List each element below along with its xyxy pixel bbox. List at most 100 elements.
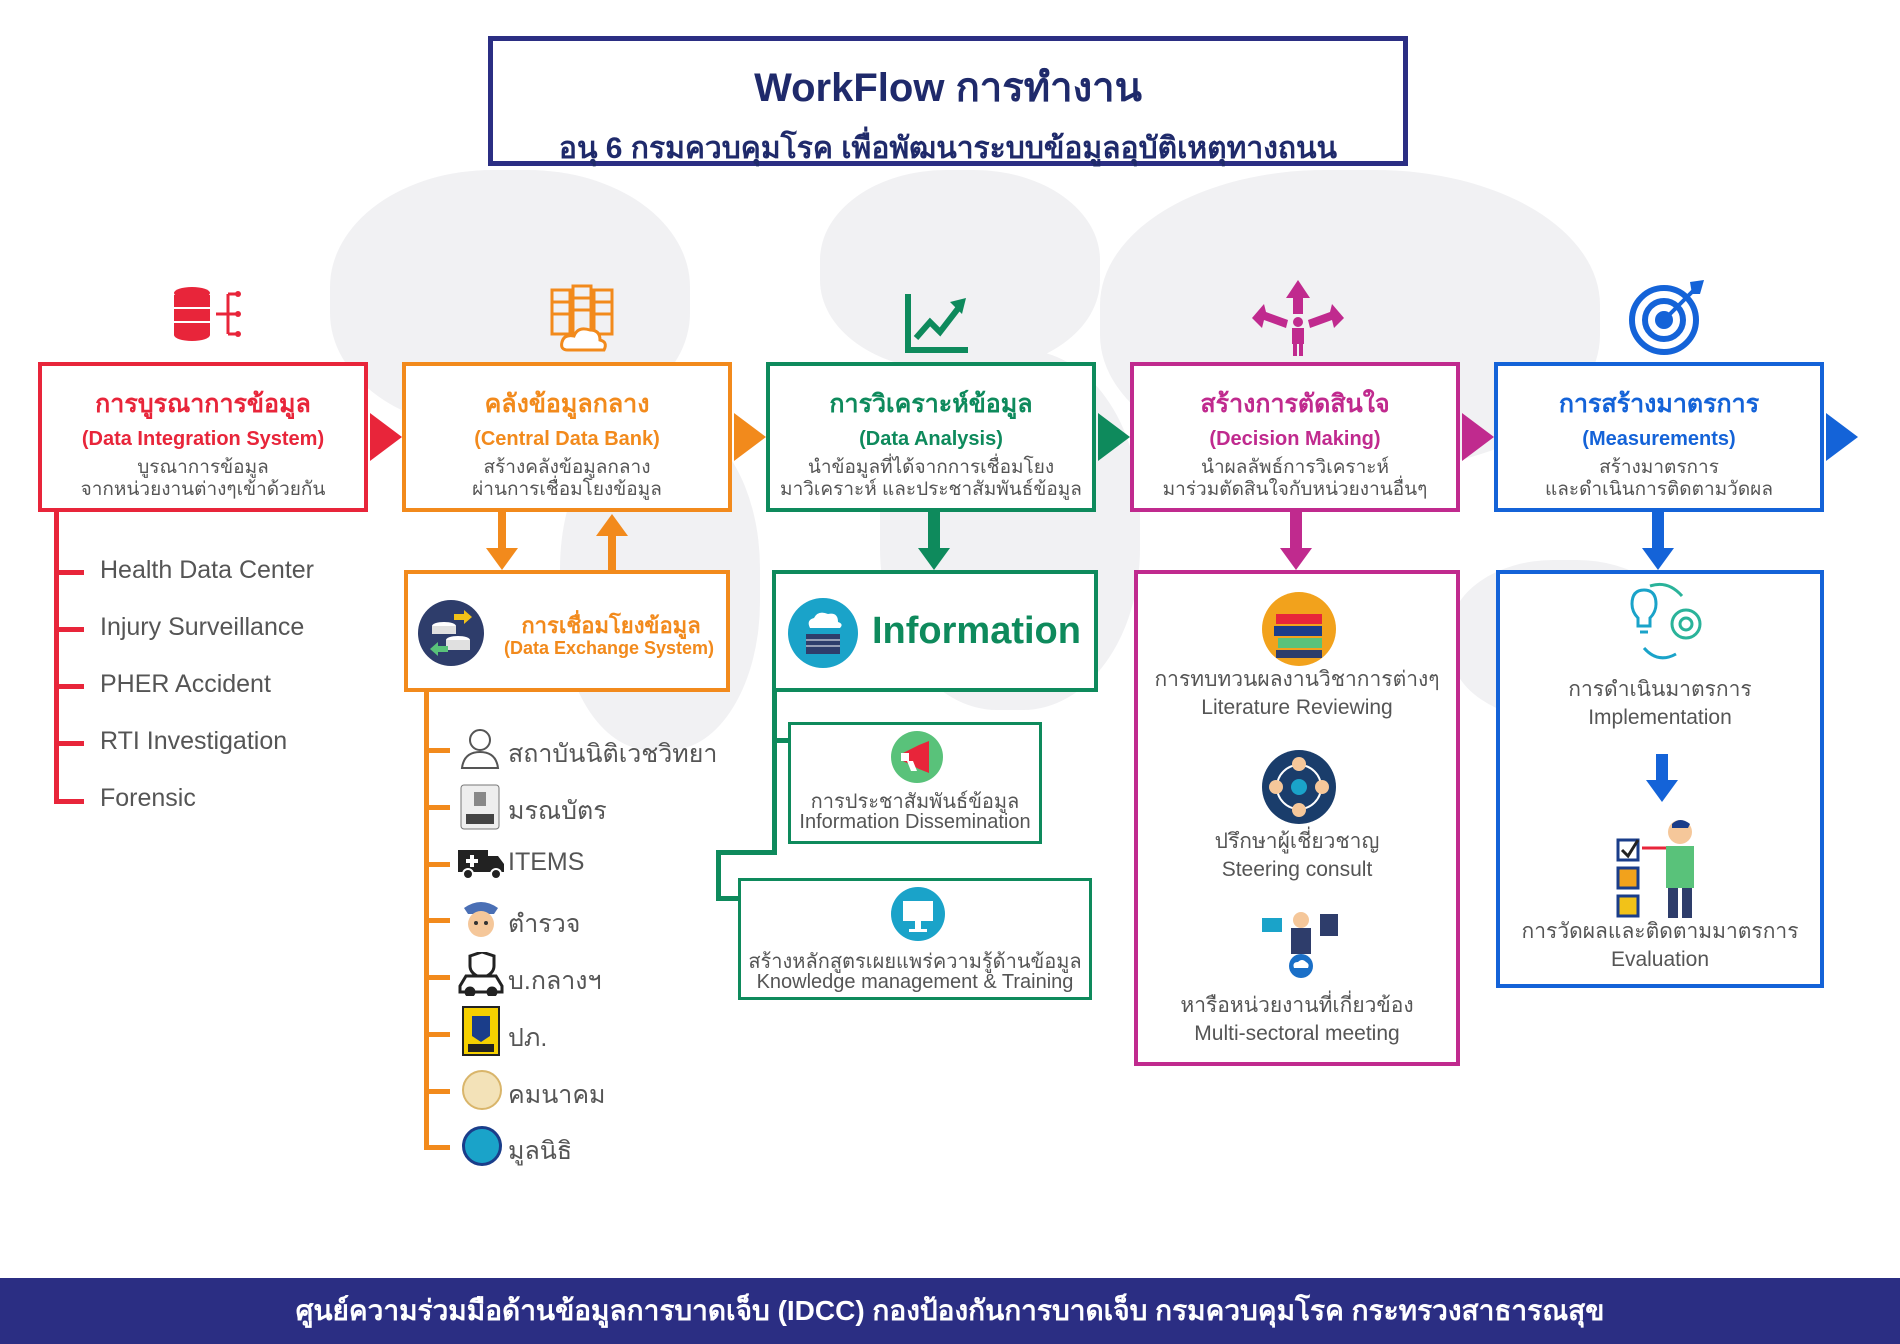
connector-line [54,512,59,804]
training-box: สร้างหลักสูตรเผยแพร่ความรู้ด้านข้อมูล Kn… [738,878,1092,1000]
presentation-icon [891,887,945,941]
expert-network-icon [1262,750,1336,824]
list-item: มรณบัตร [508,797,607,825]
list-item: ITEMS [508,848,585,876]
stage-measurements: การสร้างมาตรการ (Measurements) สร้างมาตร… [1494,362,1824,512]
connector-tick [424,918,450,923]
stage-title: การสร้างมาตรการ [1558,390,1760,418]
down-arrow [1280,548,1312,570]
stage-description-line: สร้างคลังข้อมูลกลาง [483,457,651,478]
megaphone-icon [891,731,943,783]
connector-line [772,692,777,852]
data-exchange-box: การเชื่อมโยงข้อมูล (Data Exchange System… [404,570,730,692]
connector-tick [424,1032,450,1037]
stage-description-line: มาร่วมตัดสินใจกับหน่วยงานอื่นๆ [1162,479,1428,500]
stage-decision-making: สร้างการตัดสินใจ (Decision Making) นำผลล… [1130,362,1460,512]
stage-data-analysis: การวิเคราะห์ข้อมูล (Data Analysis) นำข้อ… [766,362,1096,512]
list-item: ปภ. [508,1024,548,1052]
ambulance-icon [456,844,506,882]
page-subtitle: อนุ 6 กรมควบคุมโรค เพื่อพัฒนาระบบข้อมูลอ… [558,132,1338,165]
connector-line [772,738,790,743]
decision-arrows-icon [1248,280,1348,356]
stage-title: การวิเคราะห์ข้อมูล [829,390,1033,418]
decision-item-th: การทบทวนผลงานวิชาการต่างๆ [1154,668,1440,691]
training-th: สร้างหลักสูตรเผยแพร่ความรู้ด้านข้อมูล [748,951,1082,973]
checklist-person-icon [1610,818,1716,922]
connector-tick [424,1089,450,1094]
connector-line [716,850,721,900]
books-icon [1262,592,1336,666]
footer-banner: ศูนย์ความร่วมมือด้านข้อมูลการบาดเจ็บ (ID… [0,1278,1900,1344]
flow-arrow [1826,413,1858,461]
decision-item-en: Multi-sectoral meeting [1194,1022,1400,1045]
connector-tick [54,684,84,689]
stage-description: สร้างคลังข้อมูลกลาง ผ่านการเชื่อมโยงข้อม… [406,457,728,501]
stage-title: การบูรณาการข้อมูล [95,390,311,418]
stage-title: สร้างการตัดสินใจ [1200,390,1390,418]
down-arrow [1646,780,1678,802]
stage-description: บูรณาการข้อมูล จากหน่วยงานต่างๆเข้าด้วยก… [42,457,364,501]
title-box: WorkFlow การทำงาน อนุ 6 กรมควบคุมโรค เพื… [488,36,1408,166]
connector-tick [54,741,84,746]
measure-item-en: Implementation [1588,706,1732,729]
server-cloud-icon [546,284,618,356]
connector-line [928,512,940,552]
connector-tick [424,1145,450,1150]
list-item: สถาบันนิติเวชวิทยา [508,740,718,768]
person-outline-icon [458,726,502,770]
stage-description-line: และดำเนินการติดตามวัดผล [1545,479,1773,500]
stage-description-line: นำผลลัพธ์การวิเคราะห์ [1200,457,1390,478]
disaster-dept-logo-icon [462,1006,500,1056]
data-exchange-subtitle: (Data Exchange System) [503,638,715,658]
list-item: คมนาคม [508,1081,606,1109]
stage-description-line: มาวิเคราะห์ และประชาสัมพันธ์ข้อมูล [780,479,1082,500]
training-en: Knowledge management & Training [756,971,1074,993]
cloud-server-icon [788,598,858,668]
down-arrow [918,548,950,570]
connector-tick [54,570,84,575]
flow-arrow [1098,413,1130,461]
police-icon [460,896,502,940]
flow-arrow [370,413,402,461]
car-insurance-icon [458,950,504,998]
connector-line [716,850,777,855]
decision-box: การทบทวนผลงานวิชาการต่างๆ Literature Rev… [1134,570,1460,1066]
stage-subtitle: (Data Analysis) [859,428,1003,450]
stage-title: คลังข้อมูลกลาง [484,390,650,418]
dissemination-box: การประชาสัมพันธ์ข้อมูล Information Disse… [788,722,1042,844]
list-item: Health Data Center [100,556,315,584]
information-title: Information [872,610,1081,652]
connector-tick [424,975,450,980]
list-item: PHER Accident [100,670,271,698]
list-item: RTI Investigation [100,727,288,755]
connector-tick [54,799,84,804]
connector-line [498,512,506,550]
measure-item-th: การดำเนินมาตรการ [1568,678,1752,701]
connector-line [716,896,740,901]
connector-line [1656,754,1668,782]
information-box: Information [772,570,1098,692]
list-item: Injury Surveillance [100,613,305,641]
target-icon [1626,280,1706,356]
connector-line [1652,512,1664,552]
stage-description: สร้างมาตรการ และดำเนินการติดตามวัดผล [1498,457,1820,501]
connector-tick [54,627,84,632]
decision-item-en: Steering consult [1221,858,1373,881]
list-item: ตำรวจ [508,910,581,938]
decision-item-th: หารือหน่วยงานที่เกี่ยวข้อง [1180,994,1414,1017]
trend-chart-icon [904,292,970,354]
stage-description-line: นำข้อมูลที่ได้จากการเชื่อมโยง [807,457,1055,478]
foundation-logo-icon [462,1126,502,1166]
down-arrow [1642,548,1674,570]
measure-item-th: การวัดผลและติดตามมาตรการ [1521,920,1799,943]
list-item: Forensic [100,784,196,812]
connector-line [1290,512,1302,552]
connector-line [608,534,616,572]
data-exchange-icon [418,600,484,666]
stage-subtitle: (Measurements) [1582,428,1736,450]
down-arrow [486,548,518,570]
up-arrow [596,514,628,536]
connector-tick [424,805,450,810]
stage-description: นำผลลัพธ์การวิเคราะห์ มาร่วมตัดสินใจกับห… [1134,457,1456,501]
list-item: บ.กลางฯ [508,967,602,995]
